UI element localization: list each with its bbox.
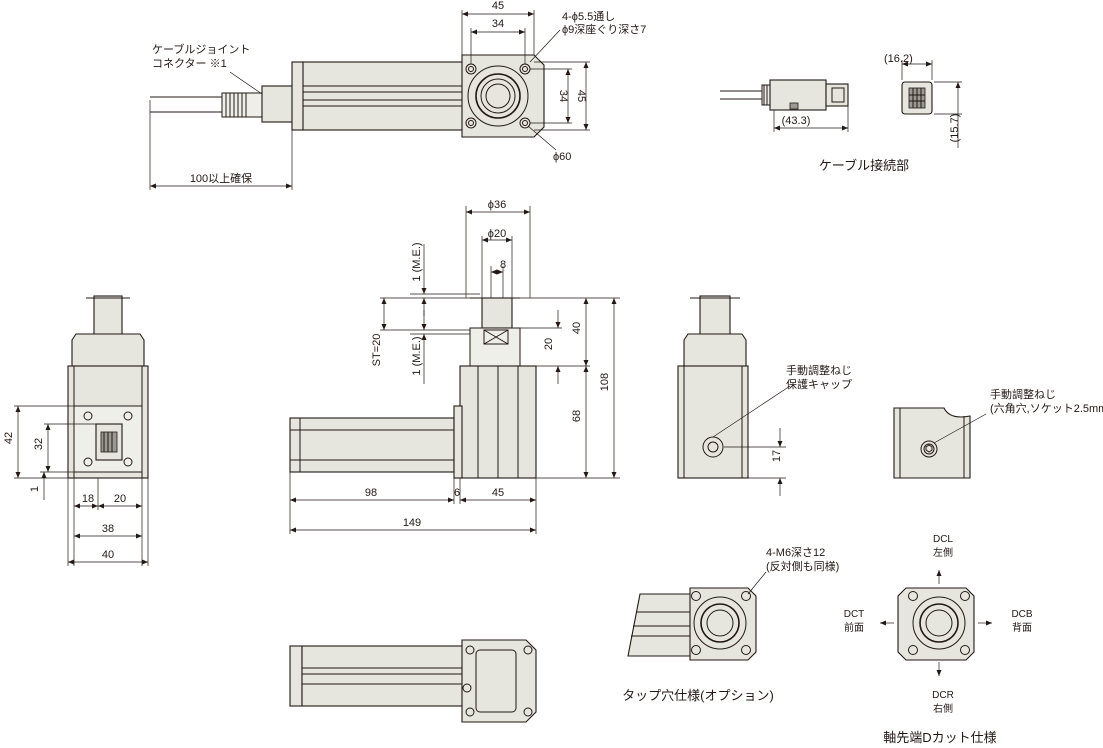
dim-phi36: ϕ36 bbox=[488, 199, 506, 211]
dcr-label-1: DCR bbox=[932, 690, 954, 701]
dim-8: 8 bbox=[500, 259, 506, 271]
manual-screw-cap-label-1: 手動調整ねじ bbox=[786, 363, 852, 377]
dim-34-top: 34 bbox=[492, 18, 504, 30]
dcl-label-1: DCL bbox=[933, 534, 953, 545]
cable-joint-label-1: ケーブルジョイント bbox=[152, 42, 250, 56]
tap-hole-note-1: 4-M6深さ12 bbox=[766, 546, 825, 559]
hole-note-2: ϕ9深座ぐり深さ7 bbox=[562, 22, 646, 36]
dim-phi20: ϕ20 bbox=[488, 228, 506, 240]
dim-st20: ST=20 bbox=[371, 334, 383, 367]
dim-1-me-bottom: 1 (M.E.) bbox=[411, 336, 423, 375]
dim-32: 32 bbox=[33, 438, 45, 450]
dim-1-left: 1 bbox=[29, 486, 41, 492]
dim-20: 20 bbox=[543, 338, 555, 350]
dim-98: 98 bbox=[365, 487, 377, 499]
manual-screw-detail bbox=[893, 407, 987, 479]
dim-43-3: (43.3) bbox=[782, 115, 811, 127]
manual-screw-cap-label-2: 保護キャップ bbox=[786, 377, 852, 391]
hole-note-1: 4-ϕ5.5通し bbox=[562, 10, 615, 23]
dim-45-top: 45 bbox=[492, 0, 504, 12]
cable-connection-detail bbox=[720, 60, 962, 148]
dim-15-7: (15.7) bbox=[949, 114, 961, 143]
dim-100: 100以上確保 bbox=[190, 171, 252, 185]
dct-label-2: 前面 bbox=[844, 621, 864, 634]
dim-40: 40 bbox=[571, 322, 583, 334]
top-view bbox=[149, 10, 590, 190]
dcl-label-2: 左側 bbox=[933, 546, 953, 559]
dim-1-me-top: 1 (M.E.) bbox=[411, 242, 423, 281]
cable-connection-title: ケーブル接続部 bbox=[819, 158, 909, 173]
dim-18: 18 bbox=[82, 493, 94, 505]
d-cut-title: 軸先端Dカット仕様 bbox=[883, 730, 996, 745]
manual-screw-label-2: (六角穴,ソケット2.5mm) bbox=[990, 401, 1103, 415]
dim-45-bottom: 45 bbox=[492, 487, 504, 499]
cable-joint-label-2: コネクター ※1 bbox=[152, 57, 227, 70]
dim-149: 149 bbox=[403, 517, 421, 529]
front-view bbox=[289, 206, 620, 534]
dim-45-right: 45 bbox=[575, 90, 587, 102]
tap-hole-note-2: (反対側も同様) bbox=[766, 559, 839, 573]
dim-17: 17 bbox=[771, 450, 783, 462]
bottom-view bbox=[289, 639, 537, 723]
dim-42: 42 bbox=[3, 432, 15, 444]
manual-screw-label-1: 手動調整ねじ bbox=[990, 387, 1056, 401]
d-cut-option-view bbox=[880, 570, 992, 676]
tap-hole-title: タップ穴仕様(オプション) bbox=[622, 688, 774, 703]
dct-label-1: DCT bbox=[844, 609, 865, 620]
dim-34-right: 34 bbox=[557, 90, 569, 102]
dcb-label-1: DCB bbox=[1011, 609, 1032, 620]
dim-108: 108 bbox=[599, 373, 611, 391]
dim-38: 38 bbox=[102, 523, 114, 535]
tap-hole-option-view bbox=[627, 571, 767, 661]
dcr-label-2: 右側 bbox=[933, 702, 953, 715]
dim-phi60: ϕ60 bbox=[553, 151, 571, 163]
dim-40-left: 40 bbox=[102, 549, 114, 561]
dim-68: 68 bbox=[571, 410, 583, 422]
dim-16-2: (16.2) bbox=[884, 53, 913, 65]
right-side-view bbox=[677, 295, 791, 496]
dim-6: 6 bbox=[454, 487, 460, 499]
dim-20-left: 20 bbox=[114, 493, 126, 505]
dcb-label-2: 背面 bbox=[1012, 621, 1032, 634]
left-end-view bbox=[14, 295, 149, 566]
